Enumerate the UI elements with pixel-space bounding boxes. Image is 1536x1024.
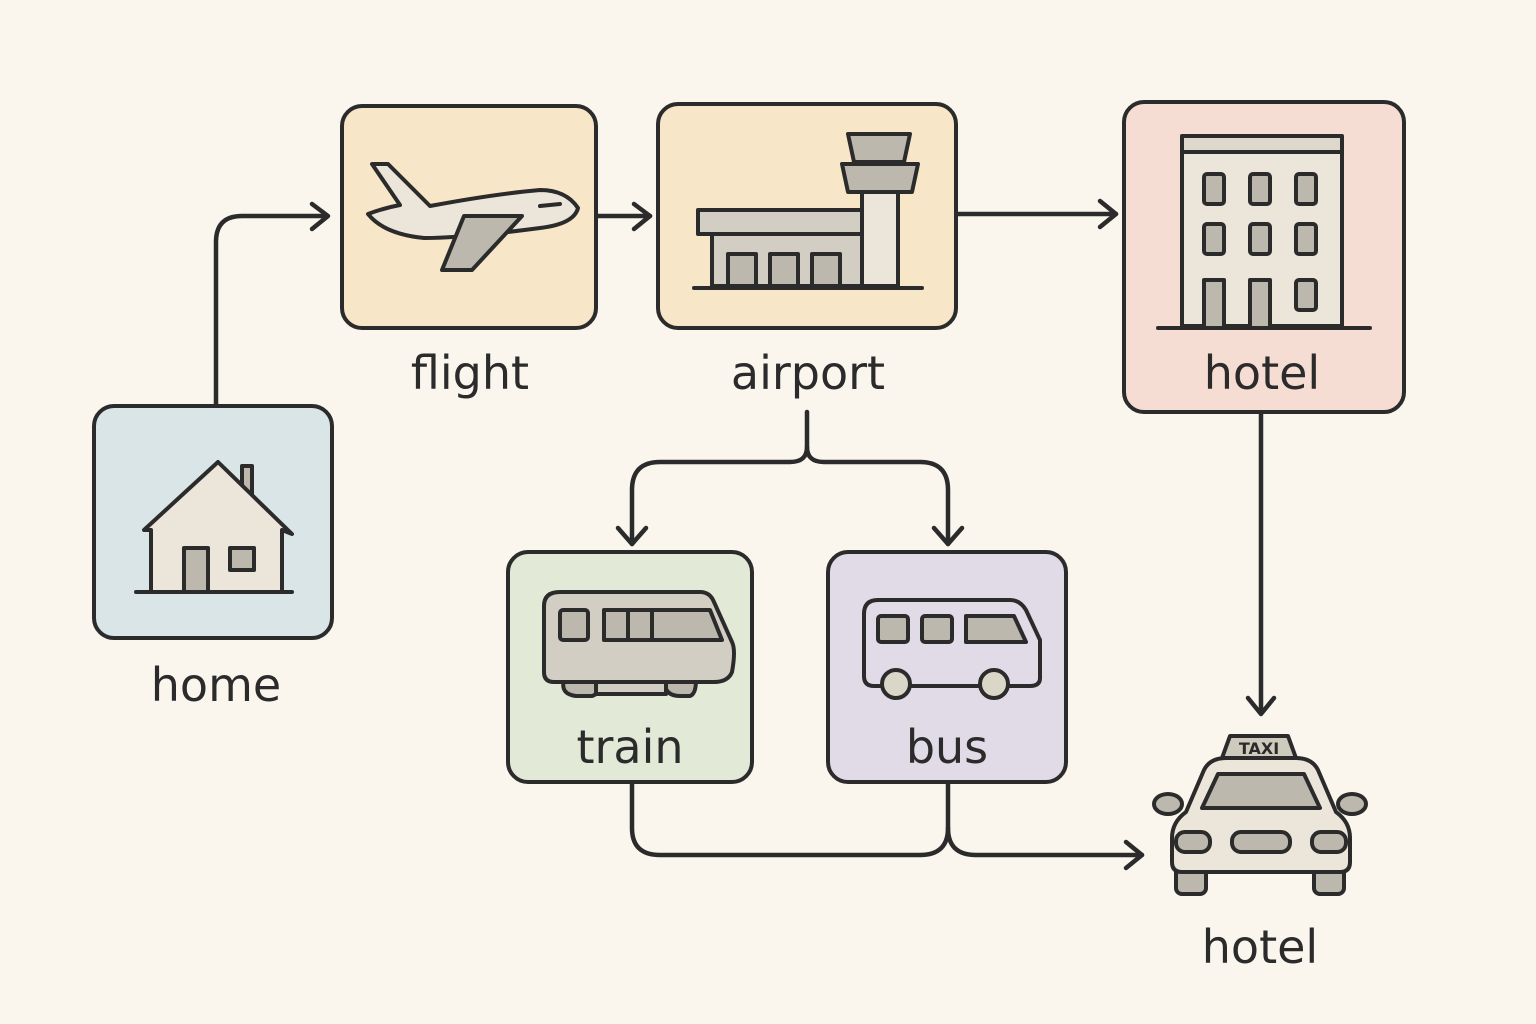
edge-train-bus-taxi [629,781,1145,871]
taxi-icon: TAXI [1152,734,1368,896]
label-airport: airport [730,346,886,400]
node-hotel-taxi[interactable]: TAXI [1146,726,1376,906]
airport-terminal-icon [692,132,924,290]
edge-home-flight [213,201,331,407]
label-home: home [150,658,282,712]
hotel-building-icon [1156,134,1372,330]
label-train: train [576,720,684,774]
node-home[interactable] [92,404,334,640]
label-bus: bus [905,720,989,774]
edge-hotel-taxi [1245,411,1277,717]
arrowhead-bus [931,525,965,547]
node-hotel[interactable] [1122,100,1406,414]
label-hotel-top: hotel [1203,346,1321,400]
airplane-icon [366,162,580,272]
edge-airport-hotel [955,198,1119,230]
taxi-sign: TAXI [1239,739,1279,758]
house-icon [134,460,294,594]
node-airport[interactable] [656,102,958,330]
label-flight: flight [410,346,530,400]
edge-airport-split [615,409,965,547]
label-hotel-taxi: hotel [1201,920,1319,974]
bus-icon [862,598,1042,700]
arrowhead-train [615,525,649,547]
train-icon [542,590,736,698]
node-flight[interactable] [340,104,598,330]
node-bus[interactable]: bus [826,550,1068,784]
node-train[interactable]: train [506,550,754,784]
edge-flight-airport [595,201,653,232]
